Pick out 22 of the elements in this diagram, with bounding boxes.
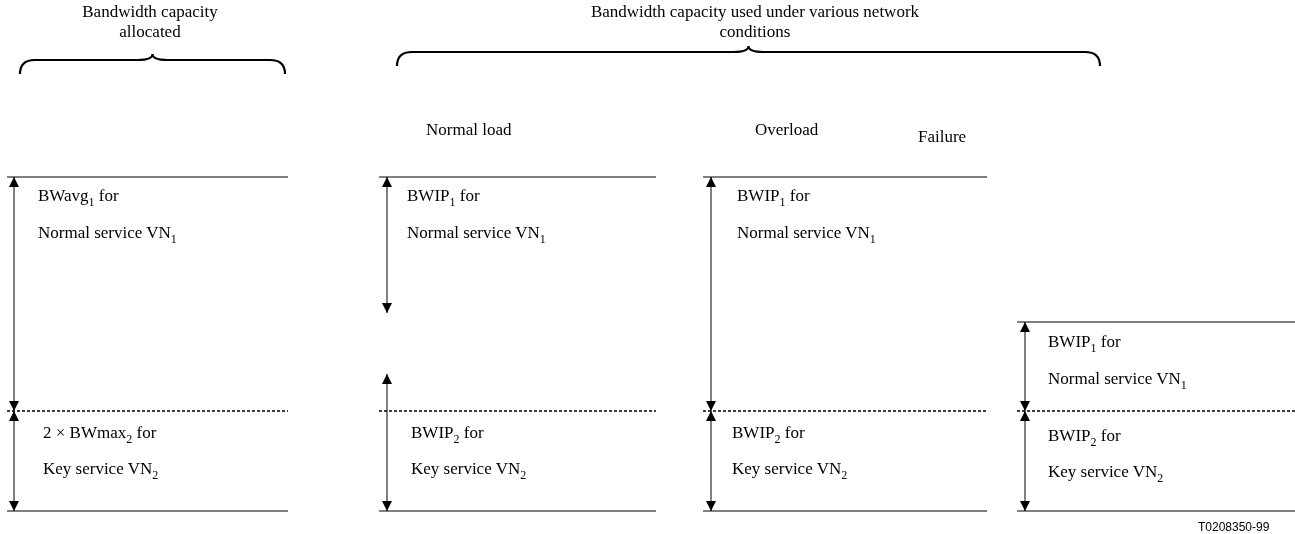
bandwidth-label: BWavg$_{1}$ for xyxy=(38,186,119,206)
bandwidth-label: BWIP$_{2}$ for xyxy=(411,423,484,443)
bandwidth-label: BWIP$_{2}$ for xyxy=(1048,426,1121,446)
bandwidth-label: BWIP$_{1}$ for xyxy=(737,186,810,206)
column-heading: Overload xyxy=(755,120,819,140)
figure-code: T0208350-99 xyxy=(1198,519,1270,534)
bandwidth-label: BWIP$_{1}$ for xyxy=(1048,332,1121,352)
bandwidth-label: BWIP$_{1}$ for xyxy=(407,186,480,206)
bandwidth-label: Key service VN$_{2}$ xyxy=(411,459,527,479)
column-heading: Normal load xyxy=(426,120,512,140)
column-heading: Failure xyxy=(918,127,967,147)
bandwidth-label: Normal service VN$_{1}$ xyxy=(1048,369,1187,389)
bandwidth-label: Key service VN$_{2}$ xyxy=(43,459,159,479)
bandwidth-label: Normal service VN$_{1}$ xyxy=(737,223,876,243)
bandwidth-label: Normal service VN$_{1}$ xyxy=(38,223,177,243)
bandwidth-label: 2 × BWmax$_{2}$ for xyxy=(43,423,157,443)
bandwidth-label: Normal service VN$_{1}$ xyxy=(407,223,546,243)
bandwidth-label: Key service VN$_{2}$ xyxy=(1048,462,1164,482)
heading: Bandwidth capacity used under various network conditions xyxy=(589,2,921,42)
heading: Bandwidth capacity allocated xyxy=(81,2,219,42)
bandwidth-label: Key service VN$_{2}$ xyxy=(732,459,848,479)
bandwidth-label: BWIP$_{2}$ for xyxy=(732,423,805,443)
